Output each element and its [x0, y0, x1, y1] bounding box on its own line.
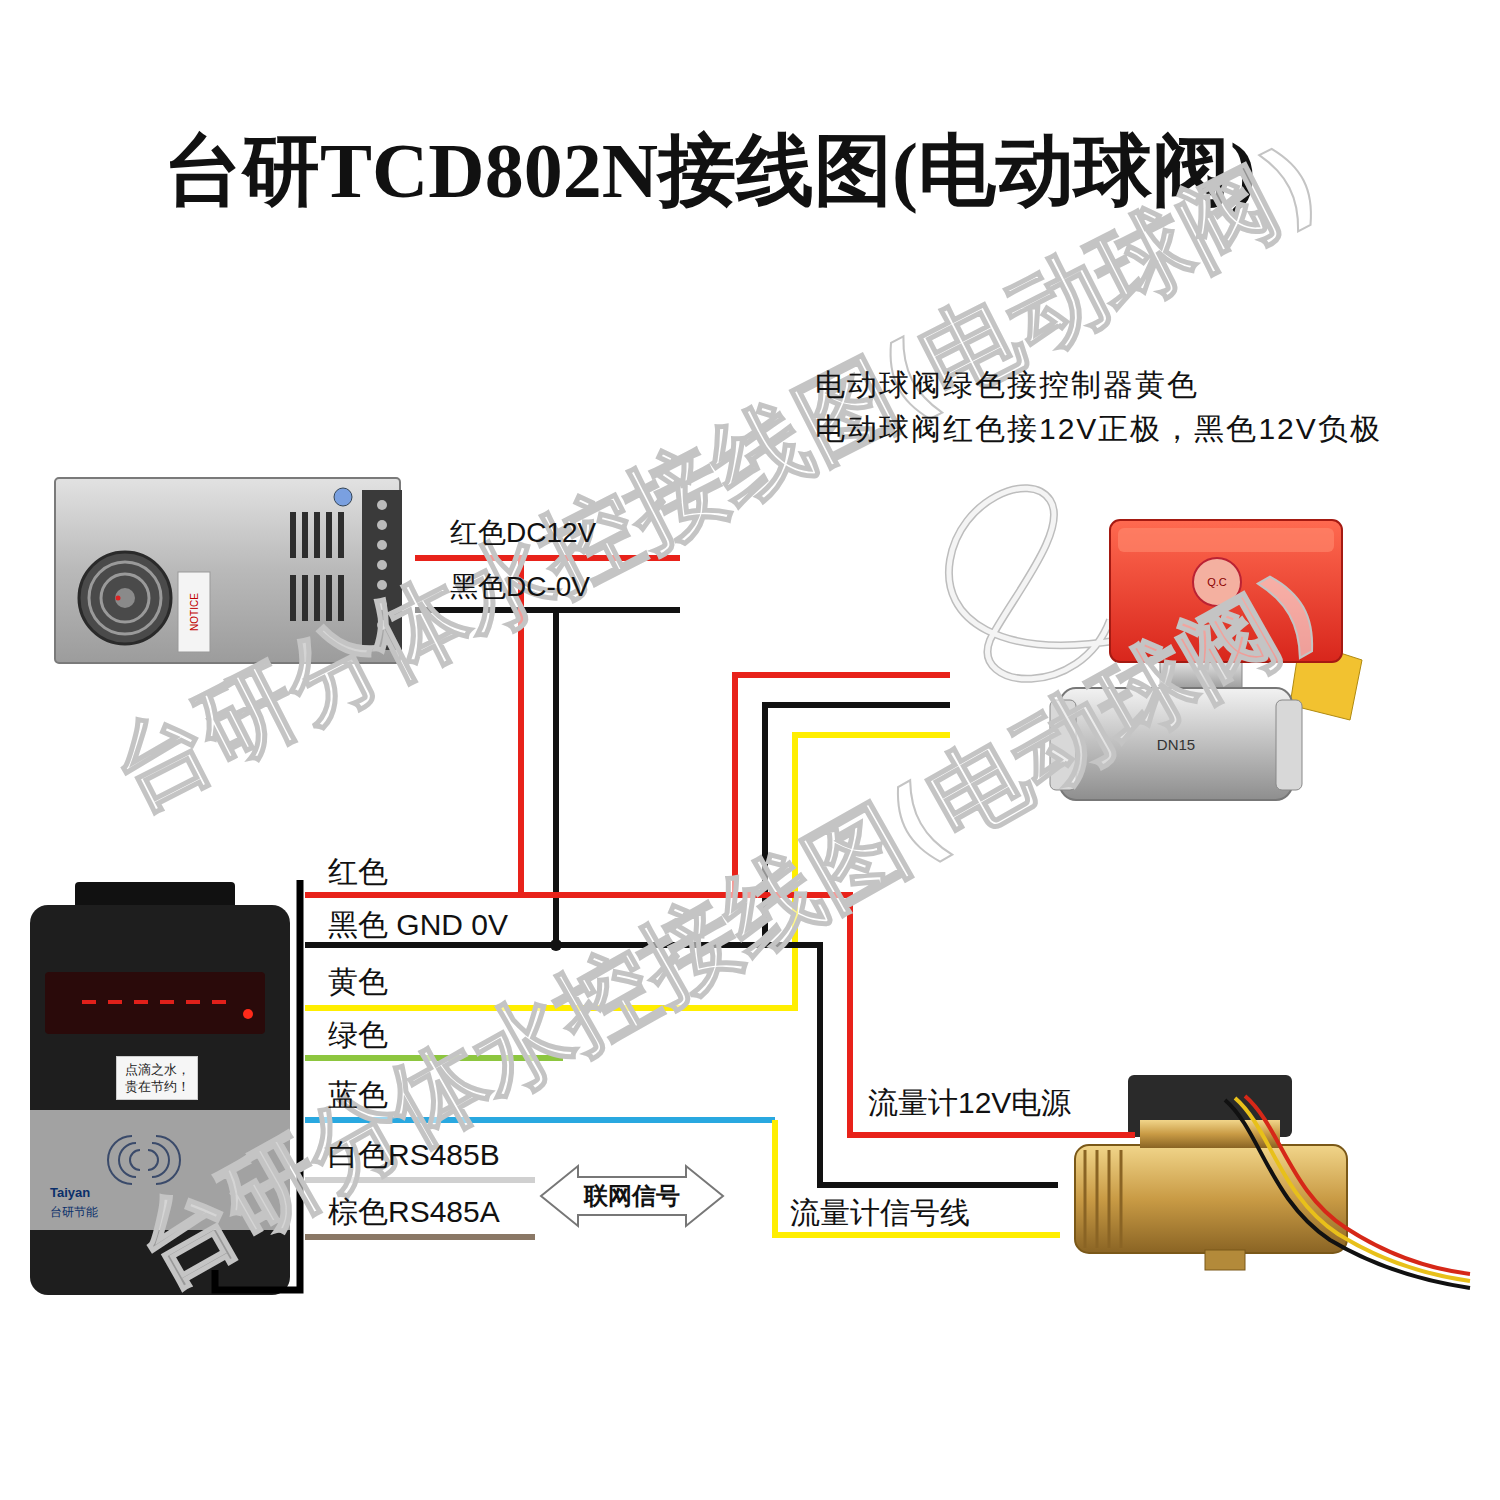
slogan-card: 点滴之水， 贵在节约！	[116, 1056, 198, 1100]
label-holder: 绿色	[328, 1018, 388, 1051]
label-holder: 白色RS485B	[328, 1138, 500, 1171]
label-holder: Q.C	[1207, 576, 1227, 588]
node-text-holder: 联网信号	[584, 1180, 680, 1212]
label-holder: 黑色DC-0V	[450, 572, 590, 603]
label-holder: 红色DC12V	[450, 518, 596, 549]
wire-function-label: 流量计12V电源	[868, 1086, 1071, 1119]
size-marking: DN15	[1157, 736, 1195, 753]
arrow-label: 联网信号	[584, 1180, 680, 1212]
double-arrow-box: 联网信号	[540, 1165, 724, 1227]
badge-text: Q.C	[1207, 576, 1227, 588]
label-holder: DN15	[1157, 737, 1195, 754]
label-holder: 流量计12V电源	[868, 1086, 1071, 1119]
wire-color-label: 黑色 GND 0V	[328, 908, 508, 941]
slogan-text: 点滴之水， 贵在节约！	[122, 1062, 192, 1096]
wire-color-label: 绿色	[328, 1018, 388, 1051]
brand-name: Taiyan	[50, 1185, 90, 1200]
sticker-text: NOTICE	[189, 593, 200, 631]
wire-color-label: 黑色DC-0V	[450, 571, 590, 602]
wire-color-label: 蓝色	[328, 1078, 388, 1111]
label-holder: 红色	[328, 855, 388, 888]
wire-function-label: 流量计信号线	[790, 1196, 970, 1229]
node-text-holder: 点滴之水， 贵在节约！	[122, 1062, 192, 1096]
wire-color-label: 红色DC12V	[450, 517, 596, 548]
signal-name: 棕色RS485A	[328, 1195, 500, 1228]
label-holder: 电动球阀绿色接控制器黄色	[815, 368, 1199, 401]
wire-color-label: 黄色	[328, 965, 388, 998]
label-holder: 台研节能	[50, 1206, 98, 1219]
wiring-note: 电动球阀红色接12V正极，黑色12V负极	[815, 412, 1382, 445]
label-holder: 棕色RS485A	[328, 1195, 500, 1228]
label-holder: 电动球阀红色接12V正极，黑色12V负极	[815, 412, 1382, 445]
arrow-outline	[541, 1166, 723, 1226]
flow-meter	[1075, 1075, 1470, 1288]
brand-name: 台研节能	[50, 1205, 98, 1219]
diagram-title: 台研TCD802N接线图(电动球阀)	[164, 127, 1256, 214]
label-holder: 蓝色	[328, 1078, 388, 1111]
wire-color-label: 红色	[328, 855, 388, 888]
label-holder: 黄色	[328, 965, 388, 998]
label-holder: 流量计信号线	[790, 1196, 970, 1229]
label-holder: 黑色 GND 0V	[328, 908, 508, 941]
wiring-note: 电动球阀绿色接控制器黄色	[815, 368, 1199, 401]
signal-name: 白色RS485B	[328, 1138, 500, 1171]
label-holder: Taiyan	[50, 1186, 90, 1200]
title-holder: 台研TCD802N接线图(电动球阀)	[164, 128, 1256, 214]
label-holder: NOTICE	[189, 593, 200, 631]
